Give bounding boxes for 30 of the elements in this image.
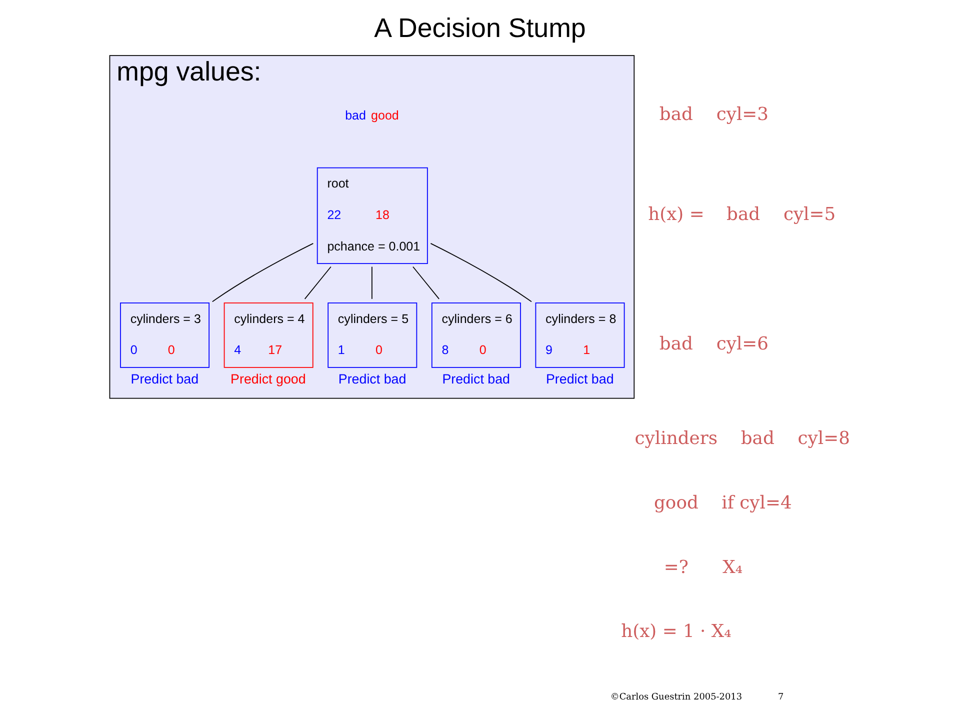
label: cyl=8 <box>797 428 850 449</box>
label: ©Carlos Guestrin 2005-2013 <box>610 692 742 702</box>
label: if cyl=4 <box>721 492 792 514</box>
label: cyl=5 <box>782 204 836 225</box>
connector <box>211 243 314 302</box>
label: bad <box>726 204 760 225</box>
label: cyl=6 <box>716 334 768 355</box>
label: 7 <box>778 692 784 702</box>
connector <box>412 266 439 300</box>
label: bad <box>658 104 692 125</box>
label: bad <box>658 334 692 355</box>
node-label: Predict bad <box>442 372 510 387</box>
node-label: Predict bad <box>338 372 406 387</box>
label: good <box>653 492 698 514</box>
legend-label: good <box>370 108 398 122</box>
label: bad <box>740 428 774 449</box>
connector <box>371 266 372 300</box>
legend-label: bad <box>344 108 366 122</box>
label: h(x) = <box>648 204 704 225</box>
label: =? <box>663 556 688 578</box>
label: h(x) = 1 · X₄ <box>620 621 731 642</box>
label: cylinders <box>634 428 718 449</box>
node-label: Predict good <box>230 372 306 387</box>
connector <box>430 243 532 302</box>
label: cyl=3 <box>716 104 768 125</box>
connector <box>304 266 331 300</box>
label: X₄ <box>722 556 742 578</box>
diagram-title: A Decision Stump <box>374 12 586 43</box>
node-label: Predict bad <box>130 372 198 387</box>
node-label: Predict bad <box>546 372 614 387</box>
